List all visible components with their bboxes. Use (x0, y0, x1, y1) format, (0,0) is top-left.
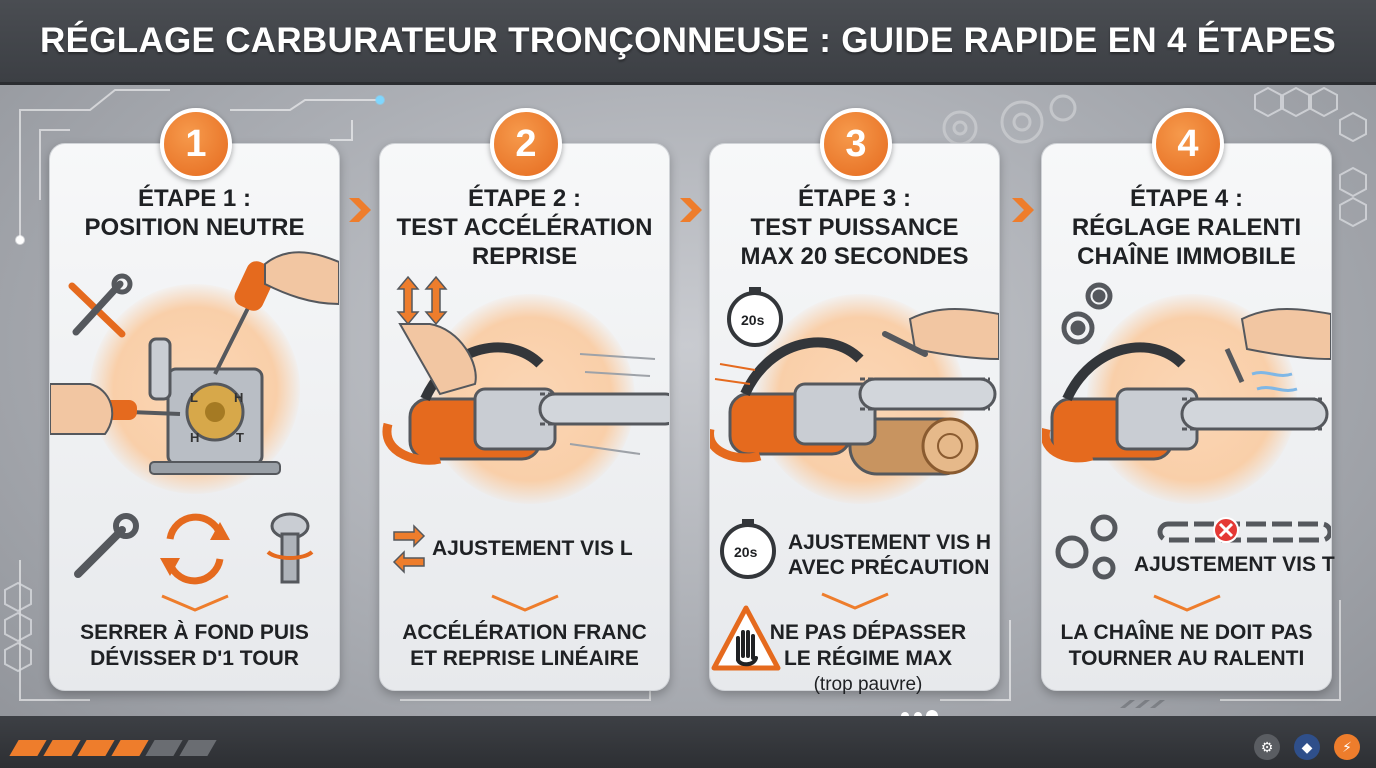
svg-text:20s: 20s (734, 544, 758, 560)
svg-text:H: H (234, 390, 243, 405)
next-arrow-icon (680, 198, 702, 222)
svg-text:L: L (190, 390, 198, 405)
warning-hand-icon (711, 605, 781, 671)
svg-text:20s: 20s (741, 312, 765, 328)
brand-logo-icon: ⚡ (1334, 734, 1360, 760)
chainsaw-idle-illustration (1042, 282, 1331, 612)
step-title: ÉTAPE 1 : POSITION NEUTRE (84, 185, 305, 241)
stopwatch-icon: 20s (720, 519, 776, 579)
gears-icon (1055, 514, 1118, 580)
chain-stop-icon (1157, 517, 1331, 543)
step-instruction: NE PAS DÉPASSER LE RÉGIME MAX (trop pauv… (769, 621, 967, 695)
left-right-arrows-icon (392, 524, 426, 574)
step-card-4: ÉTAPE 4 : RÉGLAGE RALENTI CHAÎNE IMMOBIL… (1041, 143, 1335, 691)
header-bar: RÉGLAGE CARBURATEUR TRONÇONNEUSE : GUIDE… (0, 0, 1376, 85)
chainsaw-log-illustration: 20s 20s (710, 287, 999, 671)
step-title: ÉTAPE 3 : TEST PUISSANCE MAX 20 SECONDES (740, 185, 969, 270)
adjust-screw-label: AJUSTEMENT VIS L (432, 537, 633, 560)
hazard-stripes (9, 740, 217, 756)
footer-bar (0, 716, 1376, 768)
step-title: ÉTAPE 4 : RÉGLAGE RALENTI CHAÎNE IMMOBIL… (1071, 185, 1302, 270)
footer-logos: ⚙ ◆ ⚡ (1254, 734, 1360, 760)
up-down-arrows-icon (396, 275, 448, 326)
tools-icon (68, 273, 133, 338)
stopwatch-icon: 20s (727, 287, 783, 347)
brand-logo-icon: ◆ (1294, 734, 1320, 760)
page-title: RÉGLAGE CARBURATEUR TRONÇONNEUSE : GUIDE… (40, 21, 1336, 60)
step-instruction: ACCÉLÉRATION FRANC ET REPRISE LINÉAIRE (402, 621, 647, 670)
gears-icon (1061, 282, 1113, 345)
svg-text:H: H (190, 430, 199, 445)
step-number-badge: 3 (820, 108, 892, 180)
step-card-2: ÉTAPE 2 : TEST ACCÉLÉRATION REPRISE AJUS… (379, 143, 670, 691)
wrench-icon (74, 513, 139, 578)
step-instruction: LA CHAÎNE NE DOIT PAS TOURNER AU RALENTI (1060, 621, 1313, 670)
gear-logo-icon: ⚙ (1254, 734, 1280, 760)
step-instruction: SERRER À FOND PUIS DÉVISSER D'1 TOUR (80, 621, 309, 670)
screw-icon (266, 512, 314, 584)
svg-text:T: T (236, 430, 244, 445)
step-card-3: ÉTAPE 3 : TEST PUISSANCE MAX 20 SECONDES… (709, 143, 1000, 695)
next-arrow-icon (349, 198, 371, 222)
step-number-badge: 2 (490, 108, 562, 180)
chainsaw-illustration (382, 275, 669, 612)
next-arrow-icon (1012, 198, 1034, 222)
step-number-badge: 1 (160, 108, 232, 180)
adjust-screw-label: AJUSTEMENT VIS T (1134, 553, 1335, 576)
step-number-badge: 4 (1152, 108, 1224, 180)
step-title: ÉTAPE 2 : TEST ACCÉLÉRATION REPRISE (396, 185, 653, 270)
step-card-1: ÉTAPE 1 : POSITION NEUTRE L H H T (49, 143, 340, 691)
carburetor-illustration: L H H T (50, 251, 339, 612)
adjust-screw-label: AJUSTEMENT VIS H AVEC PRÉCAUTION (788, 531, 992, 579)
rotate-icon (160, 513, 230, 585)
